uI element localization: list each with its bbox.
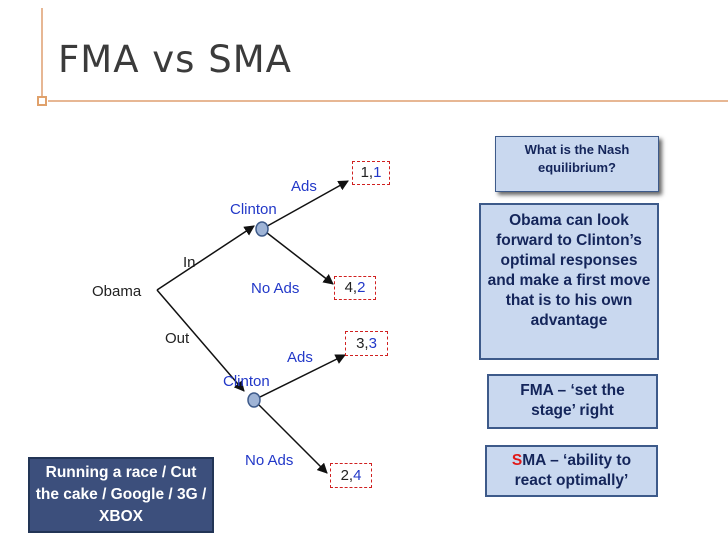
edge-in [156, 225, 255, 291]
branch-out-label: Out [165, 330, 190, 347]
fma-callout: FMA – ‘set the stage’ right [487, 374, 658, 429]
lower-noads-label: No Ads [245, 452, 294, 469]
edge-upper-noads [261, 228, 334, 285]
edge-upper-ads [261, 180, 349, 230]
fma-text: FMA – ‘set the stage’ right [520, 382, 625, 419]
obama-forward-callout: Obama can look forward to Clinton’s opti… [479, 203, 659, 360]
edge-lower-noads [253, 399, 328, 474]
payoff-lower-noads: 2,4 [330, 463, 372, 488]
payoff-upper-ads: 1,1 [352, 161, 390, 185]
node-obama-label: Obama [92, 283, 142, 300]
edge-lower-ads [253, 354, 346, 401]
payoff-lower-ads: 3,3 [345, 331, 388, 356]
title-rule-horizontal [48, 100, 728, 102]
lower-clinton-label: Clinton [223, 373, 270, 390]
branch-in-label: In [183, 254, 196, 271]
obama-forward-text: Obama can look forward to Clinton’s opti… [487, 212, 651, 329]
title-rule-square [37, 96, 47, 106]
lower-ads-label: Ads [287, 349, 313, 366]
slide-title: FMA vs SMA [58, 38, 292, 81]
nash-question-text: What is the Nash equilibrium? [524, 142, 630, 175]
race-examples-text: Running a race / Cut the cake / Google /… [35, 464, 207, 525]
nash-question-callout: What is the Nash equilibrium? [495, 136, 659, 192]
sma-callout: SMA – ‘ability to react optimally’ [485, 445, 658, 497]
node-upper-clinton [255, 221, 269, 237]
payoff-upper-noads: 4,2 [334, 276, 376, 300]
upper-ads-label: Ads [291, 178, 317, 195]
node-lower-clinton [247, 392, 261, 408]
edge-out [156, 289, 245, 392]
upper-clinton-label: Clinton [230, 201, 277, 218]
sma-highlight-letter: S [511, 452, 523, 469]
race-examples-box: Running a race / Cut the cake / Google /… [28, 457, 214, 533]
upper-noads-label: No Ads [251, 280, 300, 297]
title-rule-vertical [41, 8, 43, 96]
sma-text: MA – ‘ability to react optimally’ [514, 452, 632, 489]
